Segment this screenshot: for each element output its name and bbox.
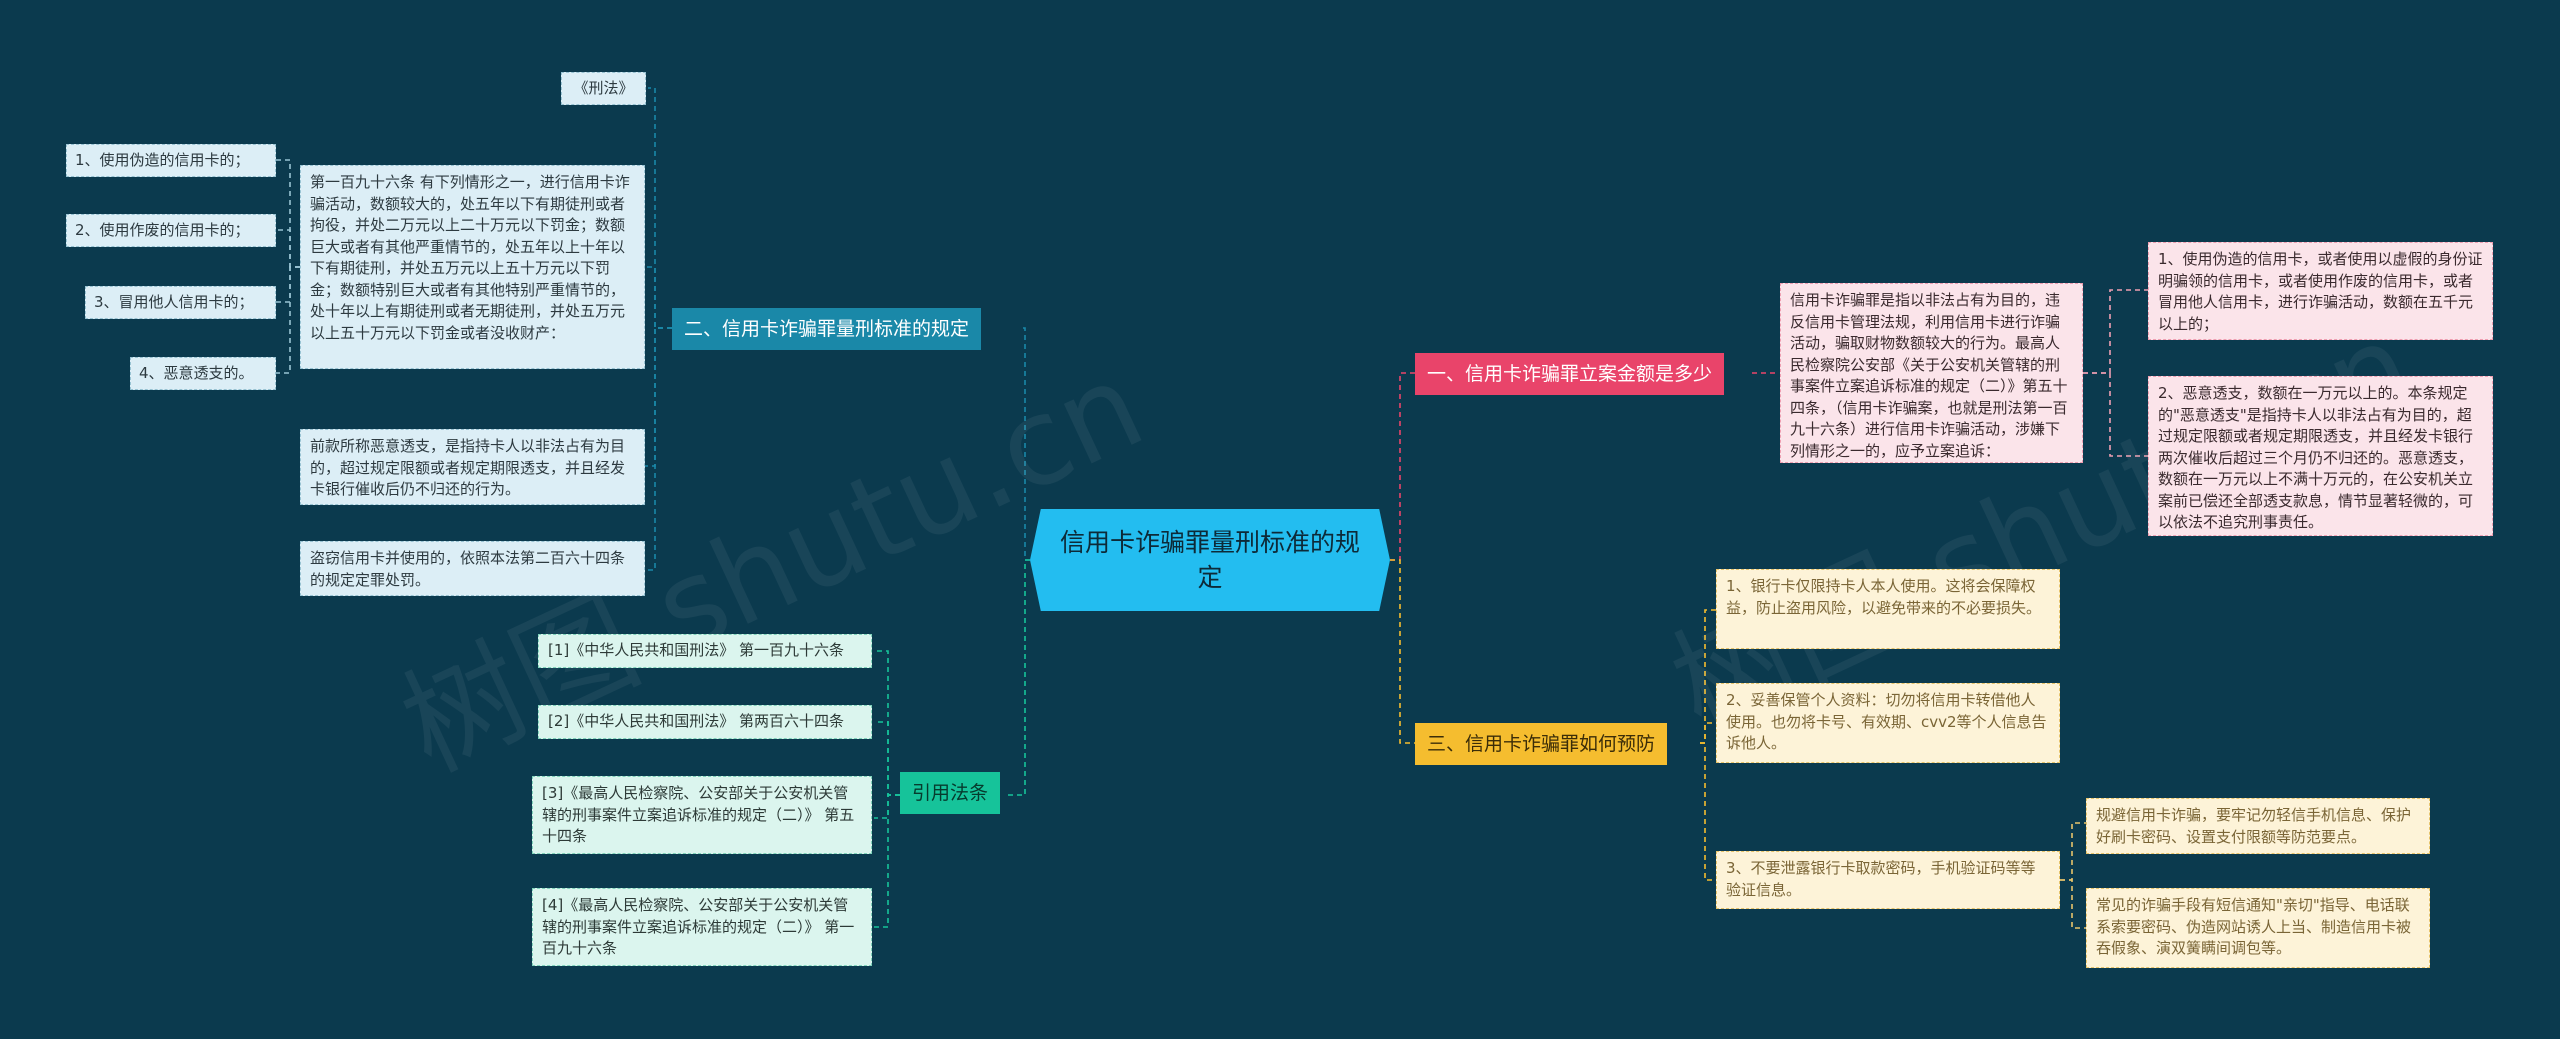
node-prevention-1[interactable]: 1、银行卡仅限持卡人本人使用。这将会保障权益，防止盗用风险，以避免带来的不必要损… xyxy=(1716,569,2060,649)
connector xyxy=(276,266,300,303)
node-prevention-3[interactable]: 3、不要泄露银行卡取款密码，手机验证码等等验证信息。 xyxy=(1716,851,2060,909)
node-citation-2[interactable]: [2]《中华人民共和国刑法》 第两百六十四条 xyxy=(538,705,872,739)
connector xyxy=(1700,742,1716,881)
node-citation-3[interactable]: [3]《最高人民检察院、公安部关于公安机关管辖的刑事案件立案追诉标准的规定（二）… xyxy=(532,776,872,854)
node-common-scams[interactable]: 常见的诈骗手段有短信通知"亲切"指导、电话联系索要密码、伪造网站诱人上当、制造信… xyxy=(2086,888,2430,968)
connector xyxy=(2083,372,2148,457)
node-prevention-2[interactable]: 2、妥善保管个人资料：切勿将信用卡转借他人使用。也勿将卡号、有效期、cvv2等个… xyxy=(1716,683,2060,763)
connector xyxy=(874,794,900,819)
connector xyxy=(276,229,300,268)
node-card-theft[interactable]: 盗窃信用卡并使用的，依照本法第二百六十四条的规定定罪处罚。 xyxy=(300,541,645,596)
root-topic[interactable]: 信用卡诈骗罪量刑标准的规定 xyxy=(1030,509,1390,611)
connector xyxy=(1390,372,1415,561)
node-citation-4[interactable]: [4]《最高人民检察院、公安部关于公安机关管辖的刑事案件立案追诉标准的规定（二）… xyxy=(532,888,872,966)
branch-cited-laws[interactable]: 引用法条 xyxy=(900,772,1001,814)
connector xyxy=(2060,879,2086,929)
connector xyxy=(645,266,672,329)
connector xyxy=(1700,722,1716,744)
node-item-overdraft[interactable]: 4、恶意透支的。 xyxy=(130,357,276,390)
connector xyxy=(276,159,300,268)
node-offense-definition[interactable]: 信用卡诈骗罪是指以非法占有为目的，违反信用卡管理法规，利用信用卡进行诈骗活动，骗… xyxy=(1780,283,2083,463)
connector xyxy=(645,327,672,467)
node-item-void-card[interactable]: 2、使用作废的信用卡的； xyxy=(66,214,276,247)
connector xyxy=(648,87,672,329)
node-filing-criterion-2[interactable]: 2、恶意透支，数额在一万元以上的。本条规定的"恶意透支"是指持卡人以非法占有为目… xyxy=(2148,376,2493,536)
node-item-forged-card[interactable]: 1、使用伪造的信用卡的； xyxy=(66,144,276,177)
node-malicious-overdraft[interactable]: 前款所称恶意透支，是指持卡人以非法占有为目的，超过规定限额或者规定期限透支，并且… xyxy=(300,429,645,505)
connector xyxy=(1004,559,1030,796)
connector xyxy=(874,650,900,796)
connector xyxy=(874,721,900,796)
node-article-196[interactable]: 第一百九十六条 有下列情形之一，进行信用卡诈骗活动，数额较大的，处五年以下有期徒… xyxy=(300,165,645,369)
branch-filing-amount[interactable]: 一、信用卡诈骗罪立案金额是多少 xyxy=(1415,353,1725,395)
connector xyxy=(645,327,672,571)
connector xyxy=(1022,327,1030,561)
node-filing-criterion-1[interactable]: 1、使用伪造的信用卡，或者使用以虚假的身份证明骗领的信用卡，或者使用作废的信用卡… xyxy=(2148,242,2493,340)
node-item-impersonation[interactable]: 3、冒用他人信用卡的； xyxy=(85,286,276,319)
connector xyxy=(874,794,900,928)
node-prevention-tip[interactable]: 规避信用卡诈骗，要牢记勿轻信手机信息、保护好刷卡密码、设置支付限额等防范要点。 xyxy=(2086,798,2430,854)
node-citation-1[interactable]: [1]《中华人民共和国刑法》 第一百九十六条 xyxy=(538,634,872,668)
connector xyxy=(276,266,300,374)
connector xyxy=(1390,559,1415,744)
node-criminal-law[interactable]: 《刑法》 xyxy=(561,72,646,105)
connector xyxy=(2060,822,2086,881)
branch-sentencing-standard[interactable]: 二、信用卡诈骗罪量刑标准的规定 xyxy=(672,308,982,350)
branch-prevention[interactable]: 三、信用卡诈骗罪如何预防 xyxy=(1415,723,1668,765)
connector xyxy=(2083,289,2148,374)
